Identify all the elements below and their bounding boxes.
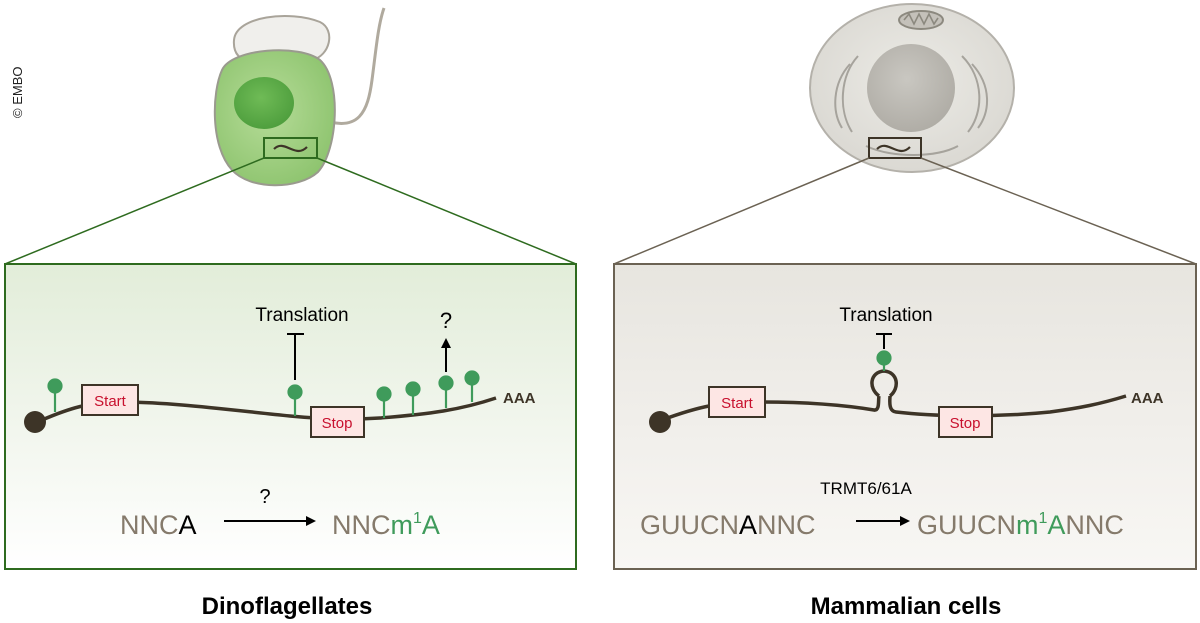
- dino-reaction-question: ?: [259, 486, 270, 508]
- mammal-start-label: Start: [721, 395, 754, 412]
- mammal-stop-label: Stop: [950, 415, 981, 432]
- dino-start-codon-box: [81, 384, 139, 416]
- dino-stop-label: Stop: [322, 415, 353, 432]
- mammal-5prime-cap: [649, 411, 671, 433]
- m1a-mark: [876, 350, 892, 366]
- mammal-translation-inhibition-bar: [876, 333, 892, 349]
- m1a-mark: [438, 375, 454, 391]
- dinoflagellates-title: Dinoflagellates: [202, 593, 373, 620]
- mammal-reaction-substrate: GUUCNANNC: [640, 510, 816, 540]
- mammal-enzyme-label: TRMT6/61A: [820, 479, 912, 498]
- dino-reaction-product: NNCm1A: [332, 510, 440, 540]
- dino-translation-inhibition-bar: [287, 333, 304, 380]
- mammal-start-codon-box: [708, 386, 766, 418]
- m1a-mark: [405, 381, 421, 397]
- dino-start-label: Start: [94, 393, 127, 410]
- m1a-mark: [464, 370, 480, 386]
- mammal-mrna-inset-box: [868, 137, 922, 159]
- dino-translation-label: Translation: [255, 305, 348, 326]
- dinoflagellate-cell-illustration: [213, 7, 386, 187]
- m1a-mark: [287, 384, 303, 400]
- mammalian-cells-title: Mammalian cells: [811, 593, 1002, 620]
- m1a-mark: [47, 378, 63, 394]
- dino-polya-label: AAA: [503, 390, 536, 407]
- mammal-reaction-product: GUUCNm1ANNC: [917, 510, 1124, 540]
- dino-reaction-substrate: NNCA: [120, 510, 197, 540]
- mammal-polya-label: AAA: [1131, 390, 1164, 407]
- dino-question-mark-top: ?: [440, 308, 452, 333]
- dino-stop-codon-box: [310, 406, 365, 438]
- mammal-stop-codon-box: [938, 406, 993, 438]
- copyright-text: © EMBO: [10, 67, 25, 118]
- dino-m1a-marks: [47, 370, 480, 418]
- mammal-m1a-marks: [876, 350, 892, 371]
- mammalian-cell-illustration: [809, 3, 1015, 173]
- m1a-mark: [376, 386, 392, 402]
- mammal-translation-label: Translation: [839, 305, 932, 326]
- dino-mrna-inset-box: [263, 137, 318, 159]
- dino-5prime-cap: [24, 411, 46, 433]
